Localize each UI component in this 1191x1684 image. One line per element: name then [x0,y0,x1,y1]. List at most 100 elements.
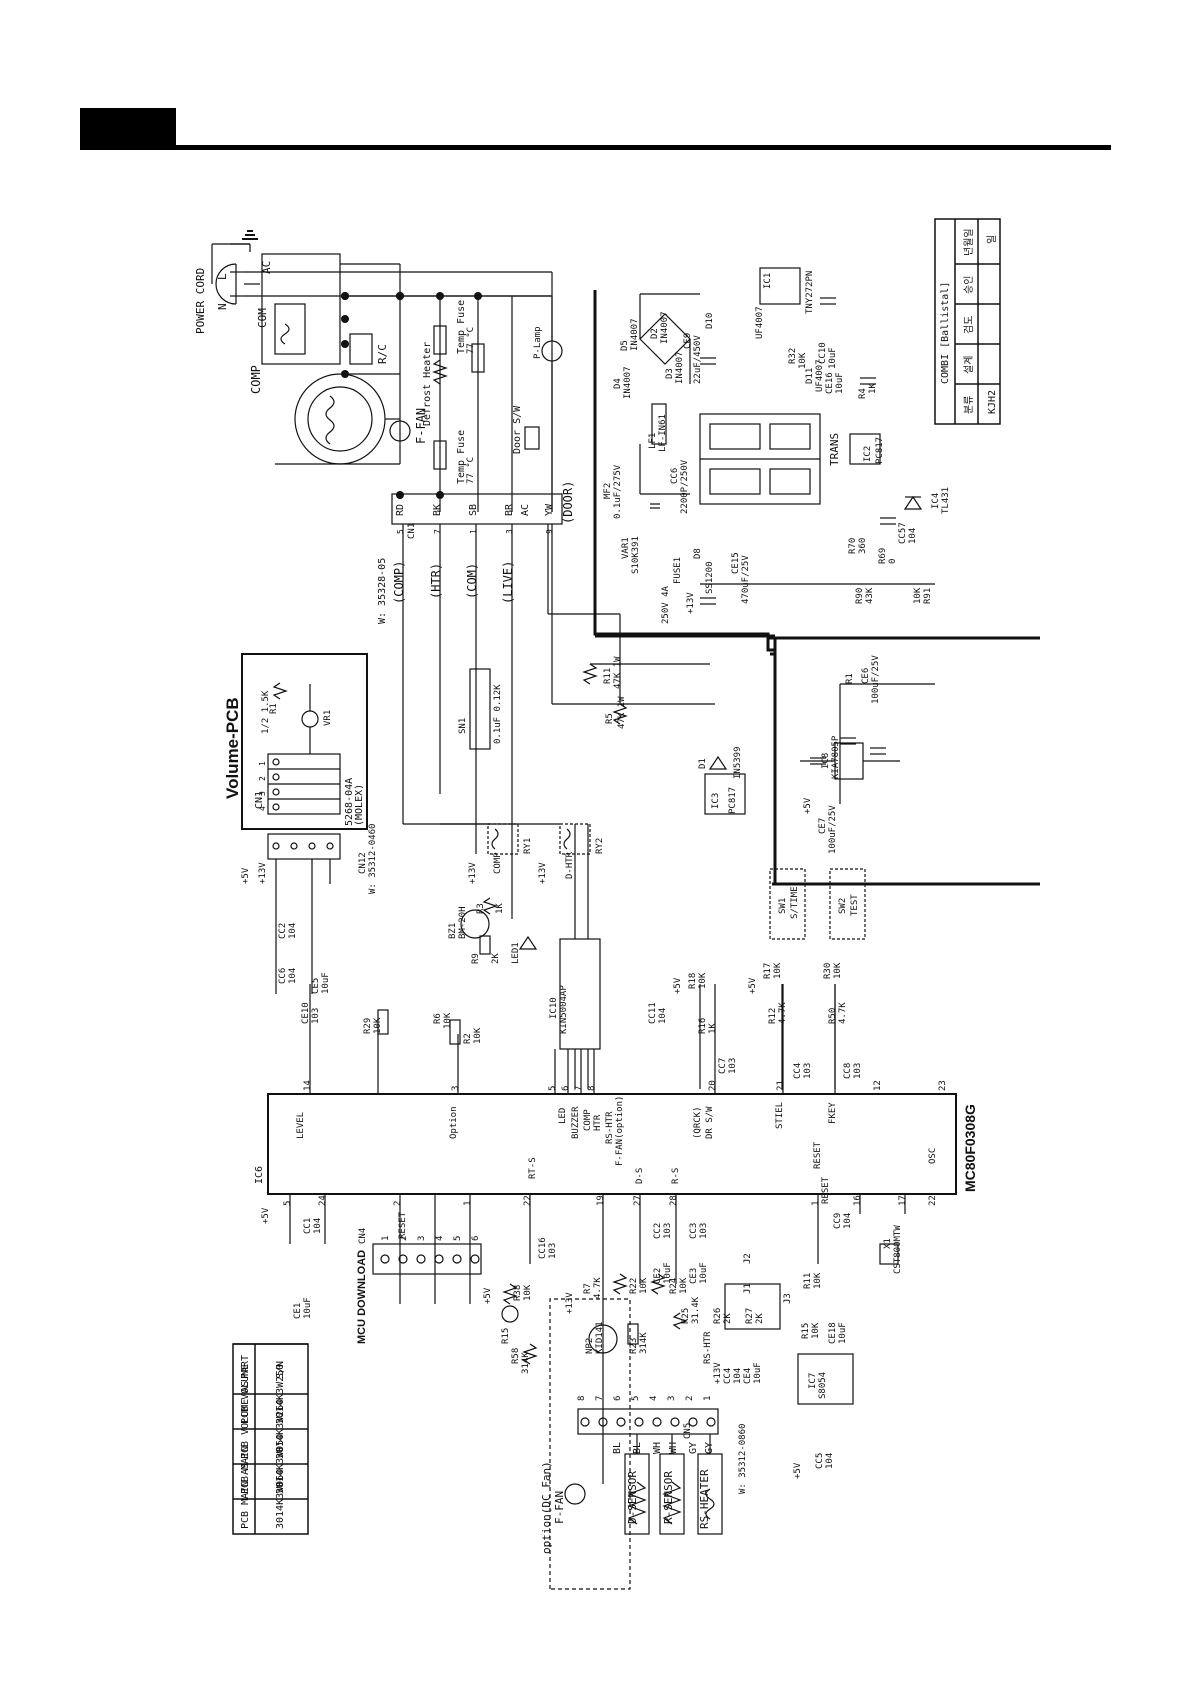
lbl-trans: TRANS [828,433,841,466]
mcu-sig-buzzer: BUZZER [571,1106,581,1139]
volume-pcb-cn-brand: (MOLEX) [354,784,365,826]
lbl-r30: R30 [823,963,833,979]
cn12-connector: CN12 W: 35312-0460 [267,824,378,994]
volume-pcb-cn-part: 5268-04A [344,778,355,826]
lbl-mf2: MF2 [603,483,613,499]
lbl-r30v: 10K [833,962,843,979]
lbl-r6v: 10K [443,1012,453,1029]
title-block: COMBI [Ballistal] KJH2 분류 설계 검도 승인 년월일 일 [934,218,1001,425]
lbl-sw2l: TEST [850,894,860,916]
lbl-ce3: CE3 [689,1268,699,1284]
lbl-np2v: KID141 [595,1321,605,1354]
part-table-row2-part: PCB VOLUME AS [240,1381,251,1459]
mcu-sig-ffan: F-FAN(option) [615,1096,625,1166]
mcu-pin-b5: 5 [283,1201,293,1206]
cn1-pin-com-func: (COM) [465,563,479,599]
lbl-r7v: 4.7K [593,1277,603,1299]
label-comp: COMP [249,365,263,394]
lbl-d10v: UF4007 [755,306,765,339]
volume-pcb-title: Volume-PCB [223,697,242,799]
lbl-j3: J3 [783,1293,793,1304]
mcu-pin-b27: 27 [633,1195,643,1206]
resistor-r3 [482,897,498,915]
lbl-r58: R58 [511,1348,521,1364]
part-table-header-part: PART [240,1355,251,1379]
ac-power-section: POWER CORD AC L N COM COMP R/C F-FAN Def… [194,230,563,512]
page-header [80,108,1111,150]
ic1-tny272 [759,267,801,305]
volume-pcb-r1-val: 1/2 1.5K [261,690,271,734]
lbl-sw2: SW2 [838,898,848,914]
cn12-part: W: 35312-0460 [368,824,378,894]
lbl-d3: D3 [665,368,675,379]
mcu-sig-rshtr: RS-HTR [605,1111,615,1144]
lbl-r90: R90 [855,588,865,604]
lbl-cc8: CC8 [843,1063,853,1079]
resistor-r11 [582,663,598,685]
lbl-cc4b: CC4 [723,1368,733,1384]
relay-section: R11 47K 1W R5 47K 1W SN1 0.1uF 0.12K D1 … [241,613,866,1089]
volume-pcb-vr: VR1 [323,710,333,726]
lbl-r2: R2 [463,1033,473,1044]
led1-symbol [518,935,538,950]
snubber-sn1 [469,668,491,750]
mcu-pin-8: 8 [587,1086,597,1091]
cn1-pin-rd-tag: RD [395,504,406,516]
lbl-ce5: CE5 [311,978,321,994]
lbl-d2v: IN4007 [660,311,670,344]
cn5-pin-2: 2 [685,1396,695,1401]
cn1-pin-door-func: (DOOR) [561,481,575,524]
mcu-sig-option: Option [449,1106,459,1139]
cn5-connector [577,1408,719,1435]
lbl-r26v: 2K [723,1313,733,1324]
title-block-name: KJH2 [987,390,998,414]
label-rc: R/C [376,344,389,364]
lbl-cc6v: 2200P/250V [680,459,690,514]
lbl-cc3v: 103 [699,1223,709,1239]
cn4-name: CN4 [358,1228,368,1244]
mcu-download-label: MCU DOWNLOAD [356,1250,368,1344]
lbl-cc4bv: 104 [733,1368,743,1384]
mcu-mc80f0308g: MC80F0308G IC6 LEVEL Option LED BUZZER C… [254,984,978,1484]
lbl-dcfan: option(DC Fan) [540,1461,553,1554]
dc-fan-symbol [564,1483,586,1505]
lbl-d10: D10 [705,313,715,329]
cn1-connector: W: 35328-05 CN1 RD BK SB BR AC YW (COMP)… [377,481,715,919]
lbl-r27: R27 [745,1308,755,1324]
lbl-cc16: CC16 [538,1237,548,1259]
lbl-r18: R18 [688,973,698,989]
buzzer-bz1 [460,909,490,939]
ic4-tl431 [903,495,923,510]
lbl-cc1v: 104 [313,1218,323,1234]
lbl-j2: J2 [743,1253,753,1264]
label-temp-fuse-1: Temp Fuse [456,300,467,354]
cn1-pin-bk-tag: BK [432,504,443,516]
lbl-bot-5v-3: +5V [793,1462,803,1479]
lbl-ic2v: PC817 [875,437,885,464]
lbl-cc6bv: 104 [288,968,298,984]
lbl-cc2b: CC2 [653,1223,663,1239]
mcu-pin-21: 21 [776,1080,786,1091]
lbl-d4: D4 [613,378,623,389]
lbl-ce10v: 103 [311,1008,321,1024]
relay-ry1 [487,823,519,855]
cn1-pin-5-num: 5 [396,529,405,534]
temp-fuse-1 [433,325,447,355]
cn1-pin-9-num: 9 [545,529,554,534]
cn12-name: CN12 [358,852,368,874]
lbl-cc2bv: 103 [663,1223,673,1239]
lbl-bz1: BZ1 [448,923,458,939]
lbl-rshtr: RS-HTR [703,1331,713,1364]
label-defrost-heater: Defrost Heater [422,342,433,426]
title-block-label-1: 분류 [963,396,975,414]
lbl-d8v: SS1200 [705,561,715,594]
lbl-r9: R9 [471,953,481,964]
lbl-r25: R25 [681,1308,691,1324]
mcu-pin-b24: 24 [318,1195,328,1206]
lbl-cc8v: 103 [853,1063,863,1079]
mcu-sig-stiel: STIEL [775,1102,785,1129]
mcu-pin-7: 7 [574,1086,584,1091]
cn1-name: CN1 [407,523,417,539]
lbl-r12: R12 [768,1008,778,1024]
smps-capacitors [700,297,896,765]
